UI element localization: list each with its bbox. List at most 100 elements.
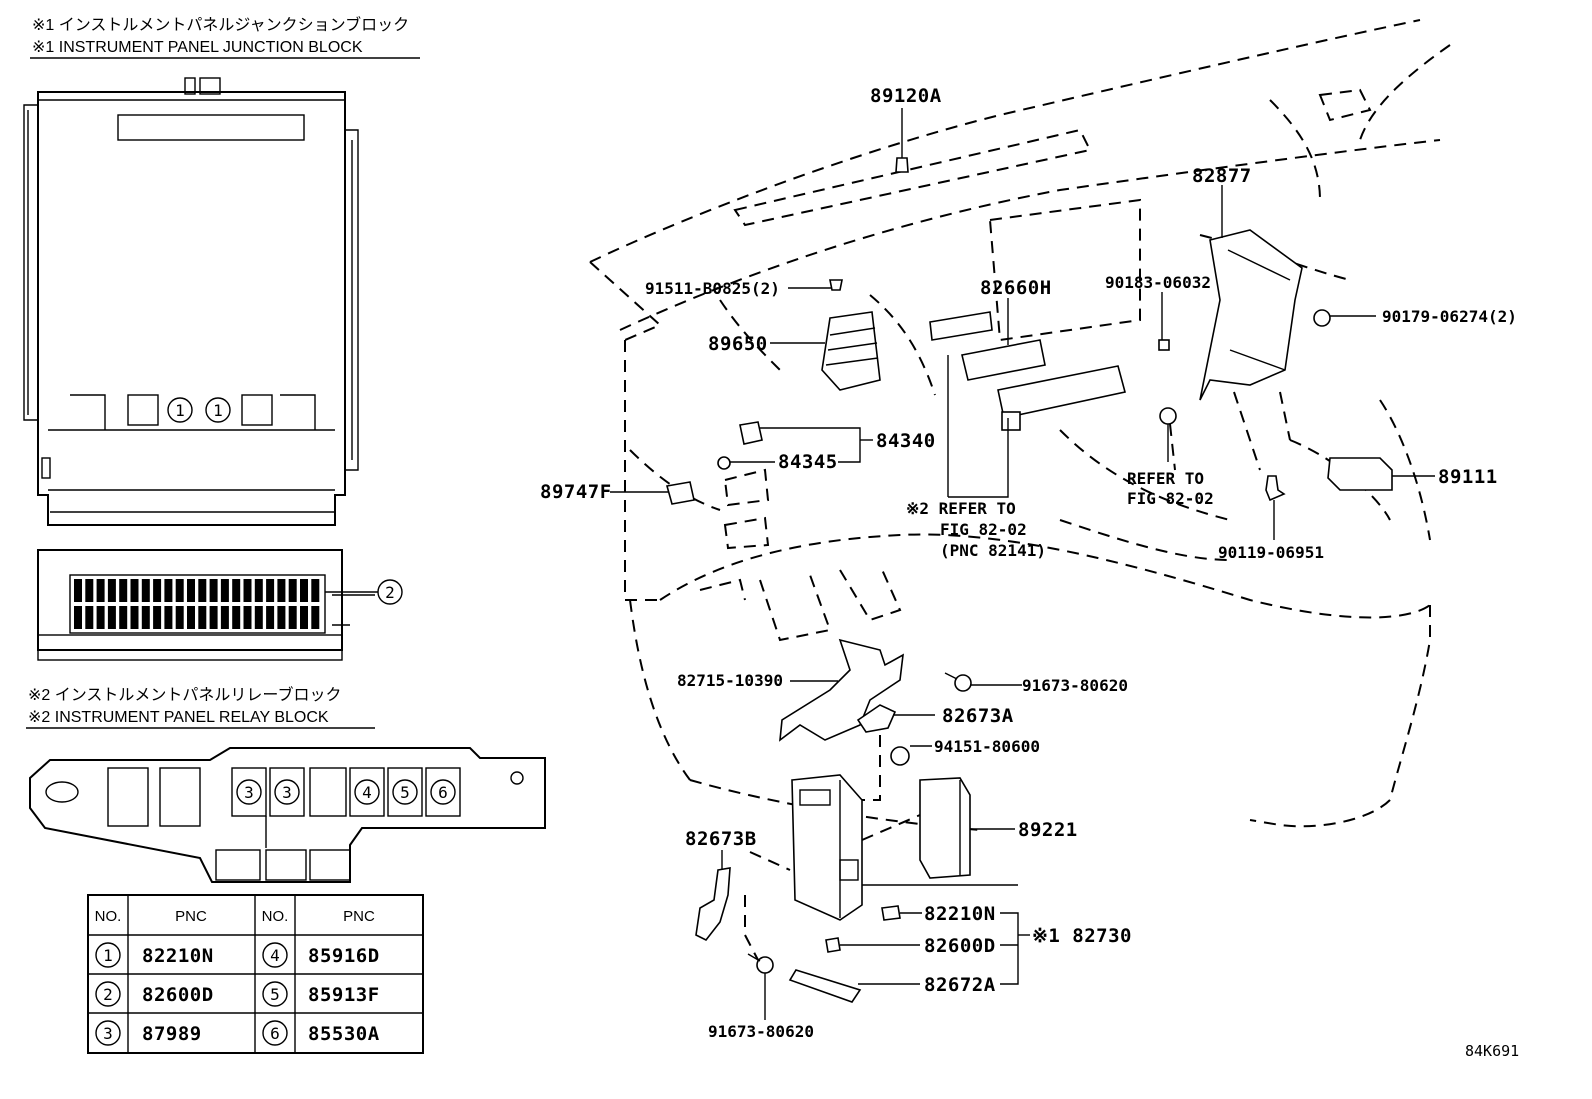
fuse-slot	[243, 579, 252, 602]
callout-89221: 89221	[1018, 819, 1078, 841]
fuse-slot	[288, 606, 297, 629]
marker-circle-1a	[167, 397, 193, 423]
table-row3-no-left-circle	[95, 1020, 121, 1046]
table-row2-no-right: 5	[270, 985, 280, 1004]
marker-3b: 3	[282, 783, 292, 802]
callout-89650: 89650	[708, 333, 768, 355]
junction-block-heading-jp: ※1 インストルメントパネルジャンクションブロック	[32, 15, 409, 34]
fuse-slot	[232, 606, 241, 629]
callout-91673-80620-upper: 91673-80620	[1022, 676, 1128, 695]
table-row3-no-left: 3	[103, 1024, 113, 1043]
fuse-slot	[153, 606, 162, 629]
fuse-slot	[187, 606, 195, 629]
callout-82660H: 82660H	[980, 277, 1052, 299]
fuse-slot	[311, 579, 320, 602]
leader-lines	[610, 108, 1435, 1020]
fuse-slot	[107, 579, 116, 602]
fuse-slot	[277, 579, 286, 602]
callout-82673B: 82673B	[685, 828, 757, 850]
callout-91511-B0825: 91511-B0825(2)	[645, 279, 780, 298]
fuse-slot	[266, 579, 275, 602]
fuse-slot	[220, 606, 229, 629]
table-row1-pnc-right: 85916D	[308, 945, 380, 967]
table-row2-no-left-circle	[95, 981, 121, 1007]
fuse-slot	[220, 579, 229, 602]
fuse-slot	[175, 579, 184, 602]
marker-circle-3a	[236, 779, 262, 805]
table-row3-no-right-circle	[262, 1020, 288, 1046]
figure-code: 84K691	[1465, 1042, 1519, 1060]
marker-3a: 3	[244, 783, 254, 802]
fuse-slot	[85, 606, 94, 629]
table-row1-pnc-left: 82210N	[142, 945, 214, 967]
callout-82715-10390: 82715-10390	[677, 671, 783, 690]
callout-82673A: 82673A	[942, 705, 1014, 727]
fuse-slot	[130, 579, 139, 602]
fuse-slot	[311, 606, 320, 629]
fuse-slot	[254, 606, 263, 629]
fuse-slot	[74, 579, 82, 602]
marker-6: 6	[438, 783, 448, 802]
relay-block-heading-jp: ※2 インストルメントパネルリレーブロック	[28, 685, 341, 704]
fuse-slot	[198, 579, 207, 602]
table-row1-no-right-circle	[262, 942, 288, 968]
table-row2-pnc-left: 82600D	[142, 984, 214, 1006]
marker-circle-3b	[274, 779, 300, 805]
junction-block-front-view	[23, 77, 359, 526]
relay-block-heading-en: ※2 INSTRUMENT PANEL RELAY BLOCK	[28, 709, 329, 726]
callout-89747F: 89747F	[540, 481, 612, 503]
fuse-slot	[130, 606, 139, 629]
fuse-slot	[198, 606, 207, 629]
callout-84340: 84340	[876, 430, 936, 452]
relay-block-outline	[29, 747, 546, 883]
marker-5: 5	[400, 783, 410, 802]
table-header-no-right: NO.	[262, 908, 289, 925]
fuse-slot	[254, 579, 263, 602]
callout-refer1-line2: FIG 82-02	[940, 520, 1027, 539]
fuse-slot	[209, 579, 218, 602]
fuse-slot	[187, 579, 195, 602]
callout-90183-06032: 90183-06032	[1105, 273, 1211, 292]
callout-89120A: 89120A	[870, 85, 942, 107]
fuse-slot	[74, 606, 82, 629]
callout-94151-80600: 94151-80600	[934, 737, 1040, 756]
fuse-grid	[74, 579, 320, 629]
table-row1-no-right: 4	[270, 946, 280, 965]
callout-84345: 84345	[778, 451, 838, 473]
callout-82600D: 82600D	[924, 935, 996, 957]
table-row3-no-right: 6	[270, 1024, 280, 1043]
pnc-table	[87, 894, 424, 1054]
callout-89111: 89111	[1438, 466, 1498, 488]
marker-2: 2	[385, 583, 395, 602]
callout-82877: 82877	[1192, 165, 1252, 187]
marker-circle-5	[392, 779, 418, 805]
fuse-slot	[277, 606, 286, 629]
callout-refer2-line1: REFER TO	[1127, 469, 1204, 488]
table-row2-pnc-right: 85913F	[308, 984, 380, 1006]
table-header-pnc-left: PNC	[175, 908, 207, 925]
fuse-slot	[119, 579, 128, 602]
callout-90179-06274: 90179-06274(2)	[1382, 307, 1517, 326]
fuse-slot	[141, 579, 150, 602]
callout-82730: ※1 82730	[1032, 925, 1132, 947]
fuse-slot	[243, 606, 252, 629]
fuse-slot	[141, 606, 150, 629]
fuse-slot	[266, 606, 275, 629]
fuse-slot	[164, 606, 173, 629]
table-row3-pnc-left: 87989	[142, 1023, 202, 1045]
instrument-panel-outline	[589, 19, 1451, 831]
fuse-slot	[107, 606, 116, 629]
marker-circle-4	[354, 779, 380, 805]
table-header-no-left: NO.	[95, 908, 122, 925]
callout-82210N: 82210N	[924, 903, 996, 925]
fuse-slot	[164, 579, 173, 602]
table-row2-no-right-circle	[262, 981, 288, 1007]
callout-refer2-line2: FIG 82-02	[1127, 489, 1214, 508]
marker-circle-1b	[205, 397, 231, 423]
fuse-slot	[209, 606, 218, 629]
table-row1-no-left-circle	[95, 942, 121, 968]
junction-block-top-view	[37, 549, 375, 661]
fuse-slot	[96, 579, 105, 602]
marker-1a: 1	[175, 401, 185, 420]
fuse-slot	[153, 579, 162, 602]
